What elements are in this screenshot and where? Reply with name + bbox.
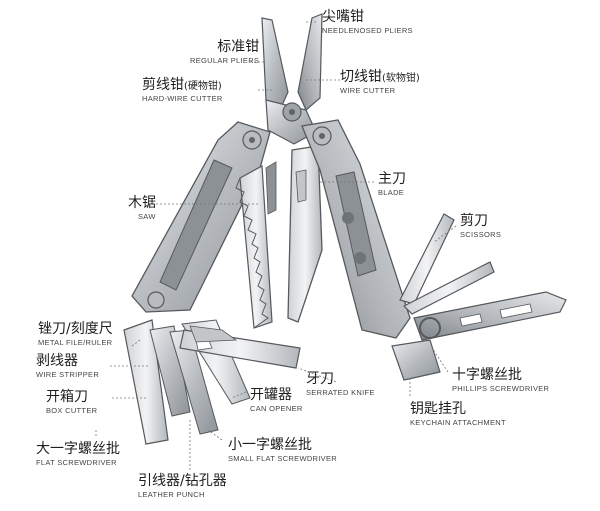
label-scissors: 剪刀 SCISSORS [460,214,501,239]
label-hardwire: 剪线钳(硬物钳) HARD-WIRE CUTTER [142,78,223,103]
label-needlenose-en: NEEDLENOSED PLIERS [322,26,413,35]
label-file-en: METAL FILE/RULER [38,338,113,347]
label-keychain-cn: 钥匙挂孔 [410,401,466,417]
label-blade-cn: 主刀 [378,171,406,187]
label-canopener-en: CAN OPENER [250,404,303,413]
leader-lines [95,21,457,470]
label-phillips: 十字螺丝批 PHILLIPS SCREWDRIVER [452,368,549,393]
label-saw-cn: 木锯 [128,195,156,211]
label-saw-en: SAW [138,212,156,221]
label-phillips-en: PHILLIPS SCREWDRIVER [452,384,550,393]
label-boxcutter-cn: 开箱刀 [46,389,88,405]
label-keychain-en: KEYCHAIN ATTACHMENT [410,418,506,427]
main-blade [265,145,323,323]
label-hardwire-en: HARD-WIRE CUTTER [142,94,223,103]
plier-jaws [261,13,323,145]
keychain-attachment [391,317,441,381]
tool-fan [123,319,301,445]
scissors [399,213,495,315]
label-canopener-cn: 开罐器 [250,387,292,403]
label-wire-cn: 切线钳 [340,69,382,85]
label-regular: 标准钳 REGULAR PLIERS [190,40,259,65]
right-handle [301,119,411,339]
label-serrated-cn: 牙刀 [306,371,334,387]
label-file: 锉刀/刻度尺 METAL FILE/RULER [38,322,113,347]
label-wire-note: (软物钳) [382,73,420,84]
label-wire: 切线钳(软物钳) WIRE CUTTER [340,70,420,95]
label-hardwire-cn: 剪线钳 [142,77,184,93]
label-smallflat-en: SMALL FLAT SCREWDRIVER [228,454,337,463]
label-punch-en: LEATHER PUNCH [138,490,205,499]
label-punch-cn: 引线器/钻孔器 [138,473,227,489]
label-regular-cn: 标准钳 [217,39,260,55]
label-needlenose: 尖嘴钳 NEEDLENOSED PLIERS [322,10,413,35]
label-punch: 引线器/钻孔器 LEATHER PUNCH [138,474,227,499]
label-smallflat-cn: 小一字螺丝批 [228,437,312,453]
label-wire-en: WIRE CUTTER [340,86,396,95]
label-canopener: 开罐器 CAN OPENER [250,388,303,413]
label-flatscrew-cn: 大一字螺丝批 [36,441,120,457]
label-stripper-en: WIRE STRIPPER [36,370,100,379]
label-saw: 木锯 SAW [128,196,156,221]
label-regular-en: REGULAR PLIERS [190,56,260,65]
label-smallflat: 小一字螺丝批 SMALL FLAT SCREWDRIVER [228,438,337,463]
label-file-cn: 锉刀/刻度尺 [38,321,113,337]
phillips-screwdriver [413,291,567,341]
label-scissors-en: SCISSORS [460,230,502,239]
label-blade: 主刀 BLADE [378,172,406,197]
label-flatscrew-en: FLAT SCREWDRIVER [36,458,117,467]
label-scissors-cn: 剪刀 [460,213,488,229]
label-keychain: 钥匙挂孔 KEYCHAIN ATTACHMENT [410,402,506,427]
label-needlenose-cn: 尖嘴钳 [322,9,364,25]
label-serrated-en: SERRATED KNIFE [306,388,375,397]
label-flatscrew: 大一字螺丝批 FLAT SCREWDRIVER [36,442,120,467]
label-stripper-cn: 剥线器 [36,353,78,369]
label-blade-en: BLADE [378,188,405,197]
label-phillips-cn: 十字螺丝批 [452,367,522,383]
label-stripper: 剥线器 WIRE STRIPPER [36,354,99,379]
label-boxcutter: 开箱刀 BOX CUTTER [46,390,97,415]
label-boxcutter-en: BOX CUTTER [46,406,98,415]
left-handle [131,121,271,313]
label-hardwire-note: (硬物钳) [184,81,222,92]
label-serrated: 牙刀 SERRATED KNIFE [306,372,375,397]
